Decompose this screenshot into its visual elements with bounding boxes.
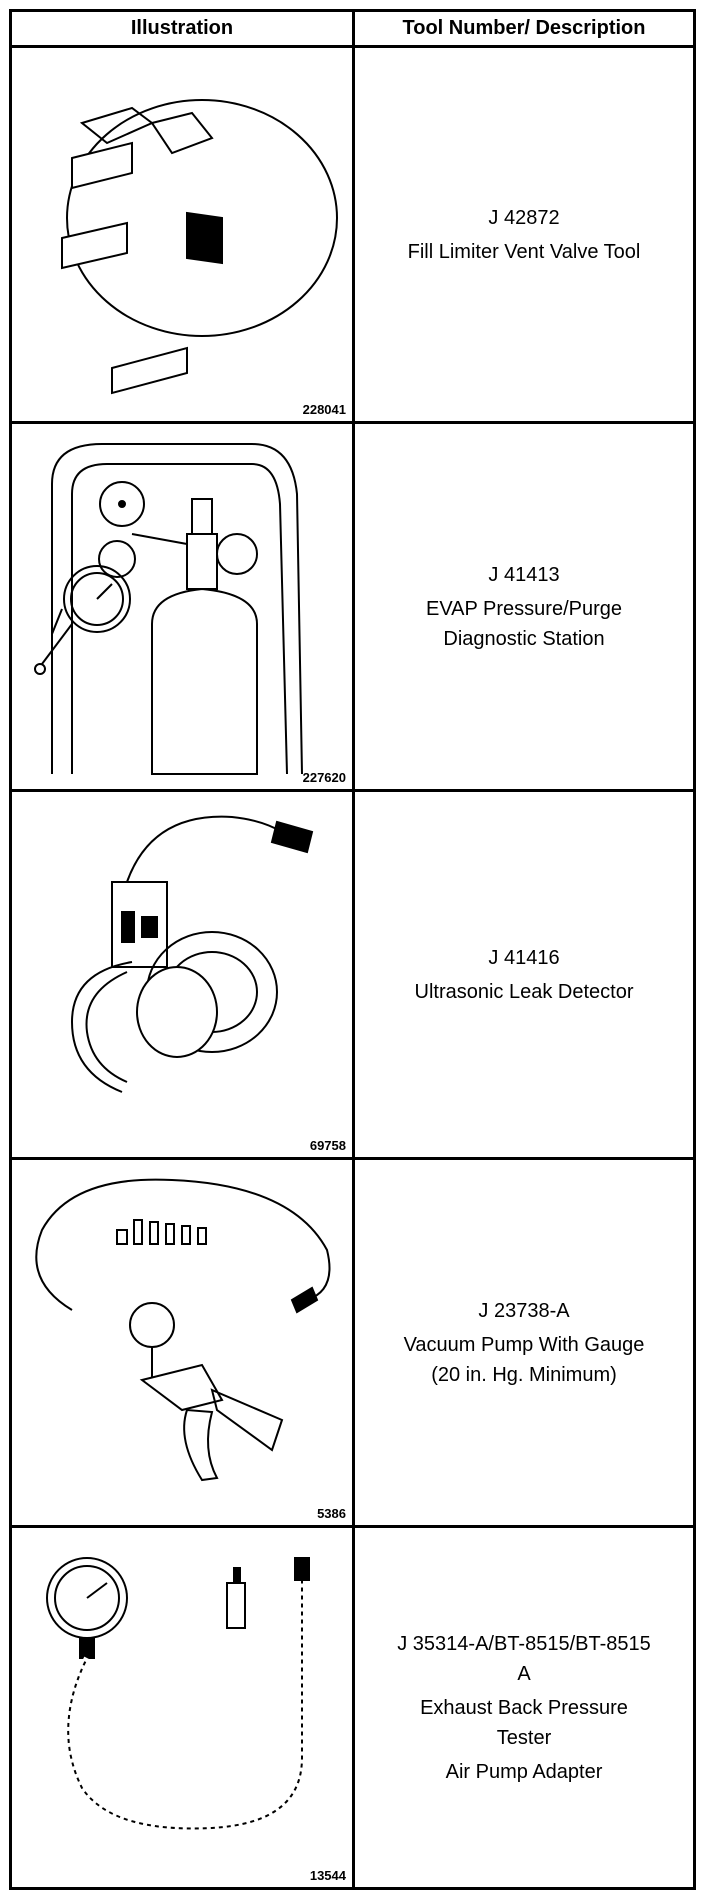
table-row: 227620 J 41413 EVAP Pressure/Purge Diagn… [12, 424, 693, 792]
tool-description-line: Fill Limiter Vent Valve Tool [407, 240, 641, 263]
illustration-cell: 227620 [12, 424, 355, 789]
figure-number: 228041 [302, 402, 346, 417]
tool-description-line: Air Pump Adapter [445, 1760, 603, 1783]
evap-diagnostic-station-icon [34, 443, 303, 775]
table-row: 228041 J 42872 Fill Limiter Vent Valve T… [12, 48, 693, 424]
tool-description-cell: J 35314-A/BT-8515/BT-8515 A Exhaust Back… [355, 1528, 693, 1887]
ultrasonic-leak-detector-icon [70, 815, 314, 1093]
table-row: 5386 J 23738-A Vacuum Pump With Gauge (2… [12, 1160, 693, 1528]
figure-number: 69758 [309, 1138, 346, 1153]
fill-limiter-vent-valve-tool-icon [61, 99, 338, 395]
figure-number: 5386 [317, 1506, 346, 1521]
illustration-cell: 13544 [12, 1528, 355, 1887]
tool-number: J 41416 [488, 946, 560, 969]
illustration-cell: 5386 [12, 1160, 355, 1525]
table-row: 13544 J 35314-A/BT-8515/BT-8515 A Exhaus… [12, 1528, 693, 1887]
tool-description-line: Tester [496, 1726, 552, 1749]
figure-number: 227620 [302, 770, 346, 785]
tool-number: J 41413 [488, 563, 560, 586]
tool-description-cell: J 42872 Fill Limiter Vent Valve Tool [355, 48, 693, 421]
tool-description-cell: J 41416 Ultrasonic Leak Detector [355, 792, 693, 1157]
tool-description-line: EVAP Pressure/Purge [425, 597, 623, 620]
table-header: Illustration Tool Number/ Description [12, 12, 693, 48]
figure-number: 13544 [309, 1868, 346, 1883]
header-illustration: Illustration [12, 12, 355, 45]
table-row: 69758 J 41416 Ultrasonic Leak Detector [12, 792, 693, 1160]
header-tool-description: Tool Number/ Description [402, 17, 646, 39]
tool-description-line: A [517, 1662, 531, 1685]
tool-number: J 35314-A/BT-8515/BT-8515 [397, 1632, 651, 1655]
tool-description-line: Exhaust Back Pressure [420, 1696, 628, 1719]
exhaust-back-pressure-tester-icon [46, 1557, 310, 1832]
tool-description-line: Ultrasonic Leak Detector [414, 980, 634, 1003]
tool-description-line: (20 in. Hg. Minimum) [431, 1363, 617, 1386]
tools-table: Illustration Tool Number/ Description 22… [9, 9, 696, 1890]
illustration-cell: 69758 [12, 792, 355, 1157]
tool-description-cell: J 41413 EVAP Pressure/Purge Diagnostic S… [355, 424, 693, 789]
illustration-cell: 228041 [12, 48, 355, 421]
tool-description-cell: J 23738-A Vacuum Pump With Gauge (20 in.… [355, 1160, 693, 1525]
tool-number: J 23738-A [478, 1299, 570, 1322]
tool-description-line: Diagnostic Station [443, 627, 605, 650]
tool-number: J 42872 [488, 206, 560, 229]
vacuum-pump-gauge-icon [35, 1178, 331, 1482]
tool-description-line: Vacuum Pump With Gauge [403, 1333, 645, 1356]
